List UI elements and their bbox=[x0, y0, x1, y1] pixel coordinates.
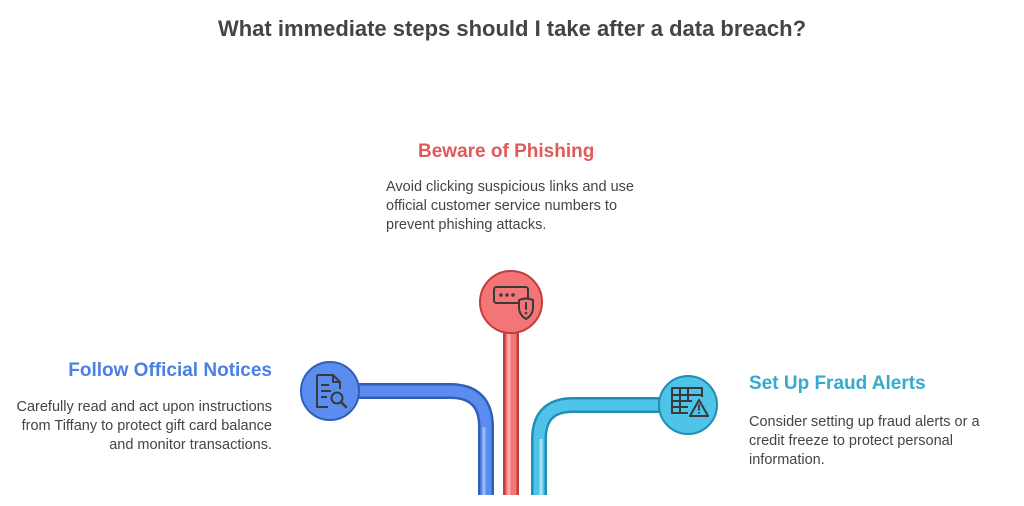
alerts-description: Consider setting up fraud alerts or a cr… bbox=[749, 414, 980, 468]
document-search-icon bbox=[300, 361, 360, 421]
spreadsheet-warning-icon bbox=[658, 375, 718, 435]
notices-description: Carefully read and act upon instructions… bbox=[16, 399, 272, 453]
alerts-heading: Set Up Fraud Alerts bbox=[749, 373, 926, 394]
phishing-description: Avoid clicking suspicious links and use … bbox=[386, 179, 634, 233]
password-shield-icon bbox=[479, 270, 543, 334]
notices-heading: Follow Official Notices bbox=[68, 360, 272, 381]
phishing-heading: Beware of Phishing bbox=[418, 141, 595, 162]
notices-branch bbox=[355, 383, 494, 495]
alerts-branch bbox=[531, 397, 668, 495]
phishing-branch bbox=[503, 325, 519, 495]
page-title: What immediate steps should I take after… bbox=[217, 16, 807, 41]
